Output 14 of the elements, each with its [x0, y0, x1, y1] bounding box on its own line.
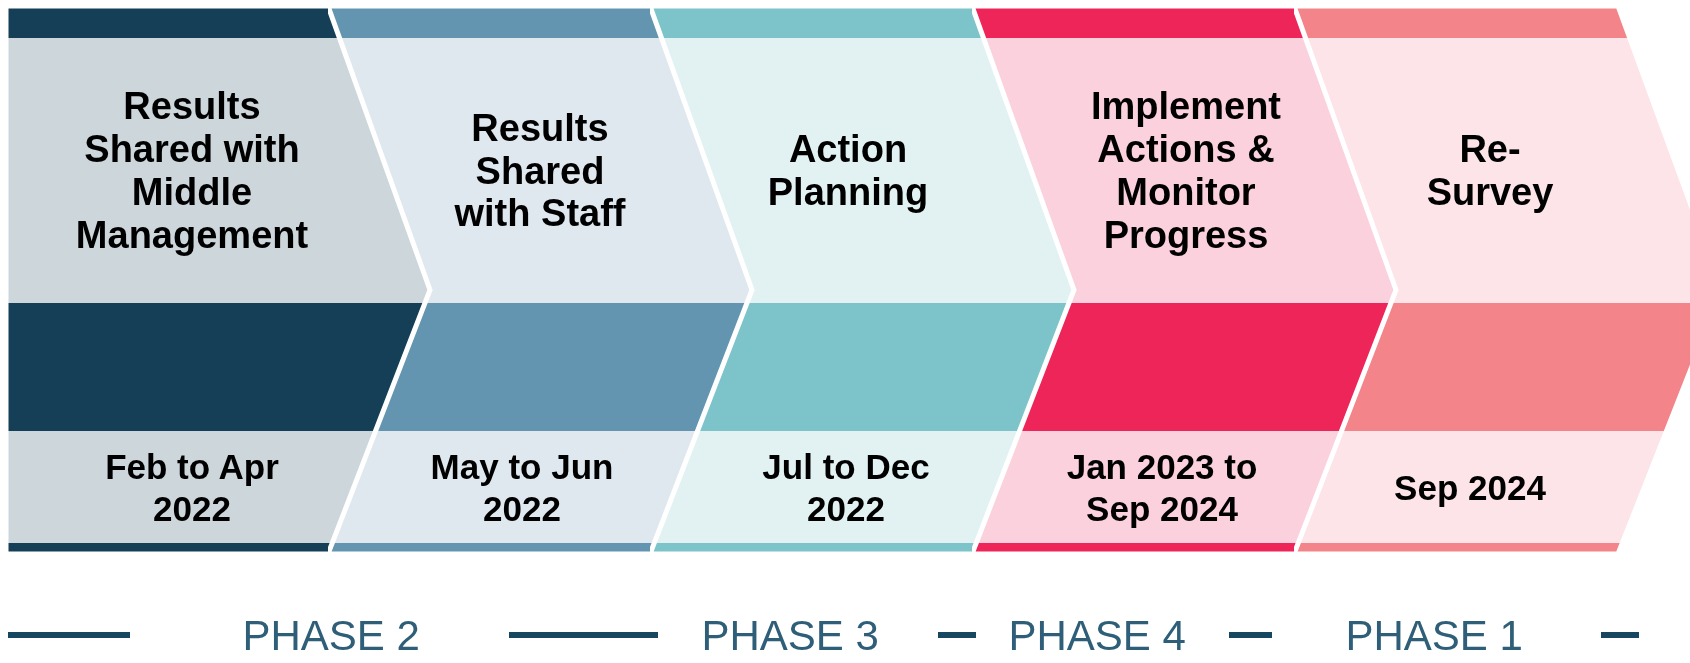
step-title: Results Shared with Staff	[453, 106, 627, 236]
phase-label: PHASE 1	[1345, 612, 1523, 660]
phase-label: PHASE 2	[242, 612, 420, 660]
date-range: Feb to Apr 2022	[104, 446, 280, 530]
phase-label: PHASE 4	[1008, 612, 1186, 660]
date-range: Jul to Dec 2022	[761, 446, 931, 530]
phase-label: PHASE 3	[701, 612, 879, 660]
step-title: Action Planning	[766, 128, 930, 214]
date-range: May to Jun 2022	[429, 446, 615, 530]
step-title: Results Shared with Middle Management	[74, 85, 310, 257]
step-title: Re-Survey	[1425, 128, 1555, 214]
step-title: Implement Actions & Monitor Progress	[1089, 85, 1282, 257]
date-range: Sep 2024	[1394, 467, 1546, 509]
date-range: Jan 2023 to Sep 2024	[1065, 446, 1259, 530]
